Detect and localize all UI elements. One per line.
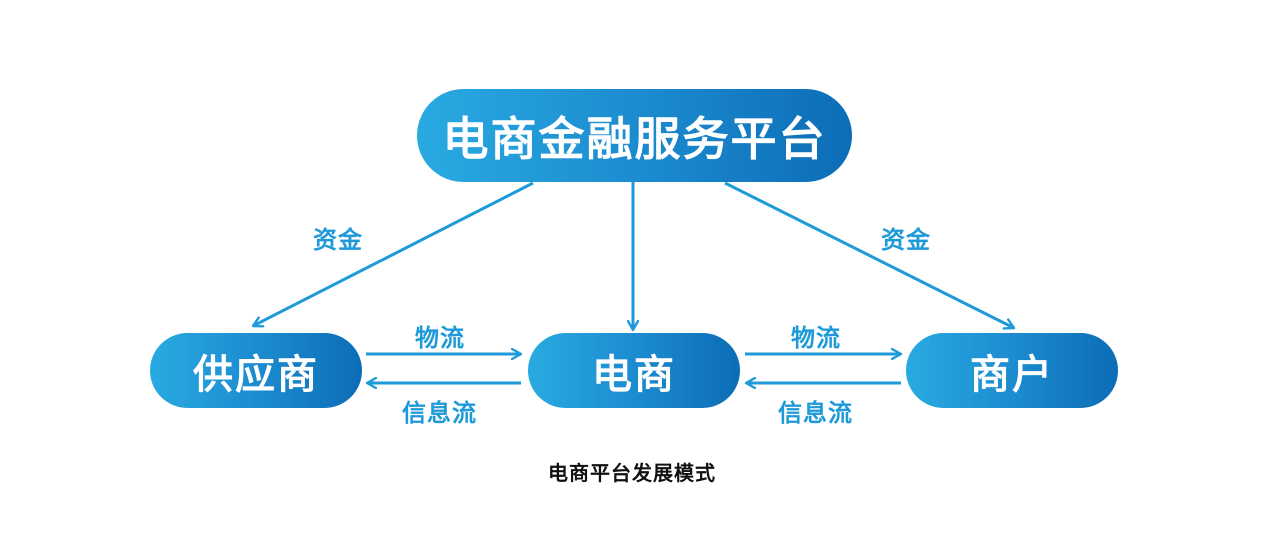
arrow-platform-to-supplier: [253, 181, 534, 326]
supplier-node-label: 供应商: [193, 351, 319, 398]
funds-label-left: 资金: [313, 226, 363, 254]
diagram-caption: 电商平台发展模式: [548, 461, 716, 485]
merchant-node-label: 商户: [970, 351, 1054, 398]
platform-node: 电商金融服务平台: [417, 89, 852, 182]
logistics-label-left: 物流: [415, 324, 465, 352]
supplier-node: 供应商: [150, 333, 362, 408]
platform-node-label: 电商金融服务平台: [442, 111, 827, 166]
merchant-node: 商户: [906, 333, 1118, 408]
info-flow-label-left: 信息流: [402, 399, 477, 427]
funds-label-right: 资金: [881, 226, 931, 254]
ecommerce-node-label: 电商: [592, 351, 676, 398]
info-flow-label-right: 信息流: [778, 399, 853, 427]
arrow-platform-to-merchant: [724, 181, 1014, 328]
logistics-label-right: 物流: [791, 324, 841, 352]
ecommerce-node: 电商: [528, 333, 740, 408]
